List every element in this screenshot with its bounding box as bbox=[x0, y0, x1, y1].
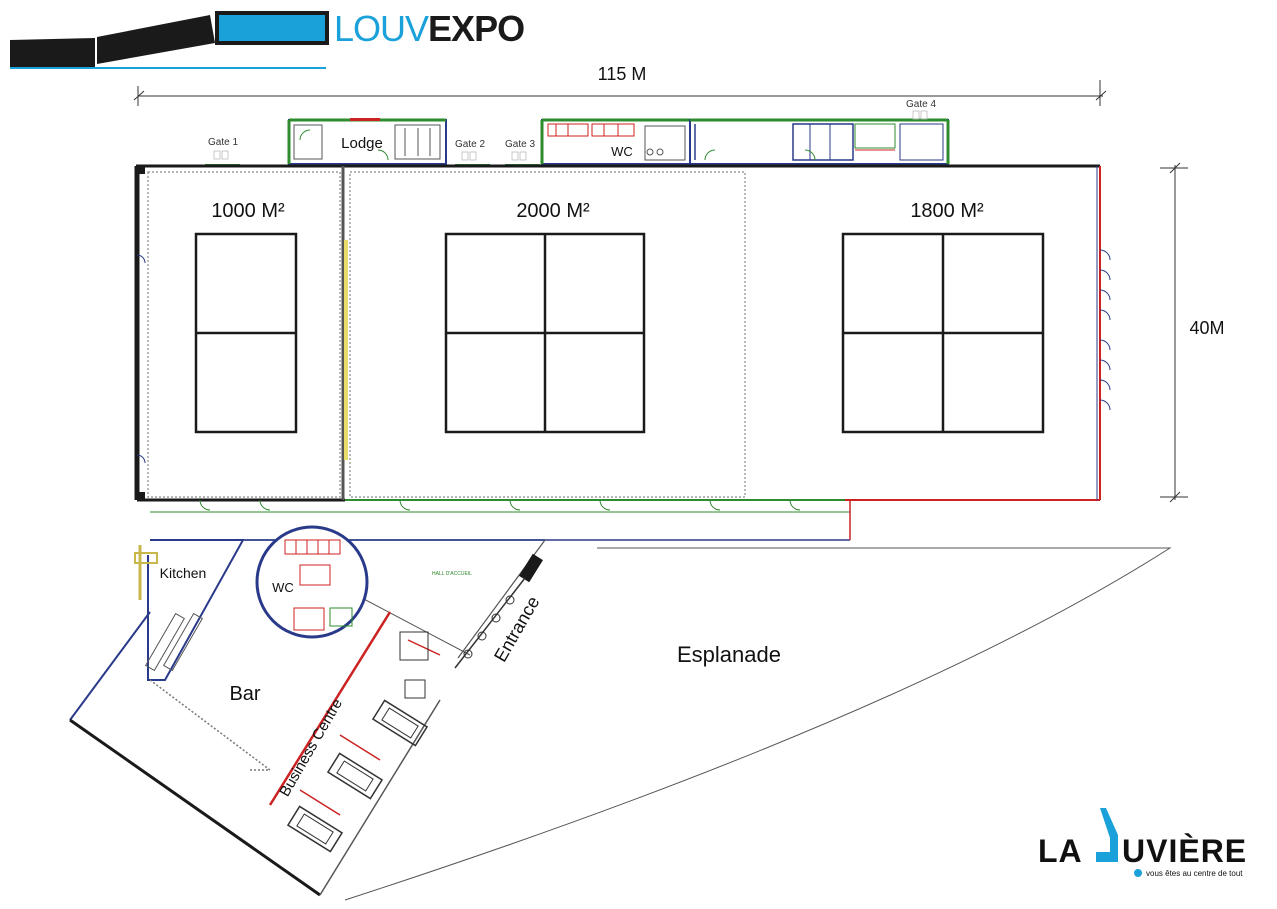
gate-2-label: Gate 2 bbox=[455, 139, 485, 150]
business-centre-label: Business Centre bbox=[276, 696, 346, 800]
gate-3: Gate 3 bbox=[505, 139, 540, 166]
lodge-annex bbox=[287, 118, 447, 165]
louviere-dot-icon bbox=[1134, 869, 1142, 877]
hall-3-area: 1800 M² bbox=[910, 200, 984, 222]
louviere-l-mark-icon bbox=[1096, 808, 1118, 862]
esplanade-label: Esplanade bbox=[677, 642, 781, 667]
bar-label: Bar bbox=[229, 683, 260, 705]
main-building-walls bbox=[134, 164, 1101, 502]
louviere-name-right: UVIÈRE bbox=[1122, 833, 1247, 869]
meeting-room-1 bbox=[371, 699, 429, 747]
gate-1-label: Gate 1 bbox=[208, 137, 238, 148]
hall-2-grid bbox=[444, 232, 646, 434]
logo-black-band-middle bbox=[97, 15, 215, 64]
gate-1: Gate 1 bbox=[205, 137, 240, 166]
wc-round-label: WC bbox=[272, 580, 294, 595]
la-louviere-logo: LA UVIÈRE vous êtes au centre de tout bbox=[1038, 808, 1247, 878]
louviere-tagline: vous êtes au centre de tout bbox=[1146, 869, 1243, 878]
kitchen-label: Kitchen bbox=[160, 565, 207, 581]
round-wc bbox=[255, 525, 369, 639]
width-dimension bbox=[133, 80, 1107, 106]
logo-text: LOUVEXPO bbox=[334, 8, 524, 49]
logo-black-band-left bbox=[10, 38, 95, 67]
esplanade-outline bbox=[344, 547, 1172, 901]
width-label: 115 M bbox=[598, 64, 647, 84]
hall-1-zone bbox=[147, 171, 341, 498]
hall-2-zone bbox=[349, 171, 746, 498]
lodge-label: Lodge bbox=[341, 135, 383, 152]
height-dimension bbox=[1160, 162, 1188, 503]
meeting-room-3 bbox=[286, 805, 344, 853]
hall-accueil-label: HALL D'ACCUEIL bbox=[432, 571, 472, 577]
gate-4-label: Gate 4 bbox=[906, 99, 936, 110]
logo-blue-band bbox=[215, 11, 329, 45]
gate-2: Gate 2 bbox=[455, 139, 490, 166]
hall-2-area: 2000 M² bbox=[516, 200, 590, 222]
south-corridor bbox=[150, 499, 851, 541]
louvexpo-logo: LOUVEXPO bbox=[10, 8, 525, 69]
hall-1-grid bbox=[194, 232, 298, 434]
gate-3-label: Gate 3 bbox=[505, 139, 535, 150]
logo-louv: LOUV bbox=[334, 8, 429, 49]
hall-3-grid bbox=[841, 232, 1045, 434]
gate-4: Gate 4 bbox=[906, 99, 936, 120]
east-doors bbox=[1099, 249, 1111, 411]
entrance-structure bbox=[454, 553, 543, 669]
logo-expo: EXPO bbox=[428, 8, 524, 49]
service-annex bbox=[689, 118, 950, 165]
height-label: 40M bbox=[1189, 318, 1224, 338]
hall-1-area: 1000 M² bbox=[211, 200, 285, 222]
wc-top-label: WC bbox=[611, 144, 633, 159]
louviere-name-left: LA bbox=[1038, 833, 1083, 869]
west-doors bbox=[136, 254, 146, 464]
meeting-room-2 bbox=[326, 752, 384, 800]
